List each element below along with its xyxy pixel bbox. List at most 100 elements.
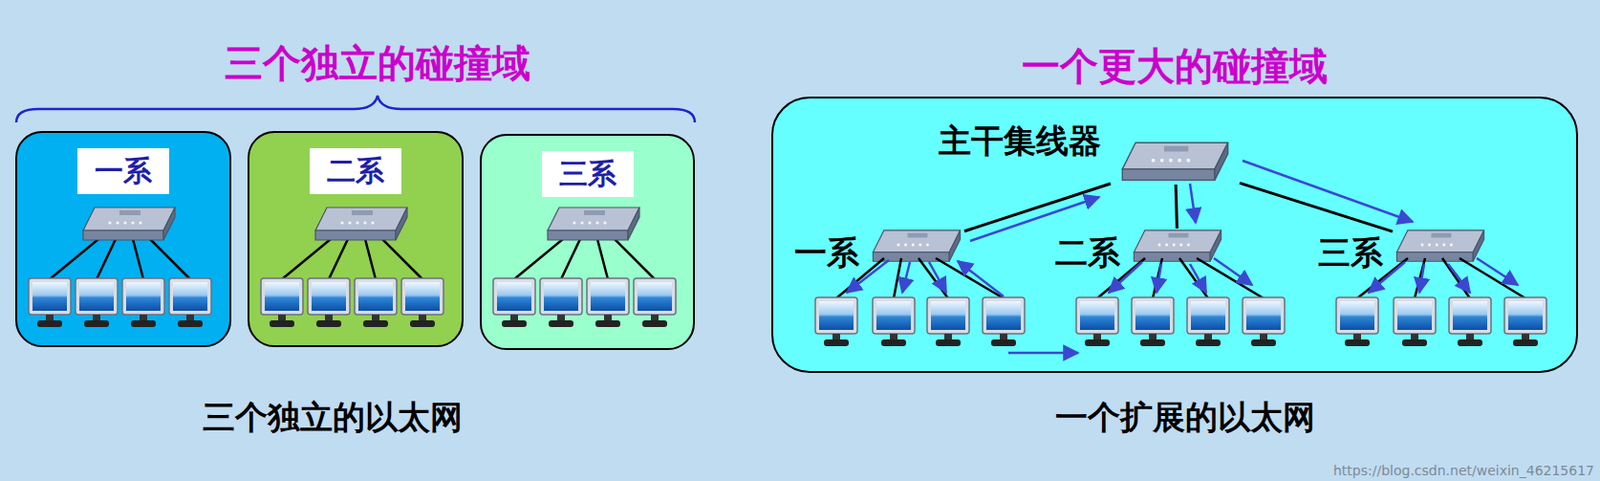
domain-title: 一个更大的碰撞域 [1021, 43, 1328, 89]
signal-arrow [1368, 261, 1406, 293]
computer [1076, 297, 1119, 346]
hub-node: 三系 [1392, 228, 1489, 265]
hub-node: 一系 [868, 228, 965, 265]
hub-label: 三系 [1318, 232, 1384, 272]
cable-group [49, 238, 1526, 299]
cable [935, 258, 1004, 299]
computer [75, 278, 118, 327]
backbone-cable [964, 183, 1111, 232]
cable [1196, 258, 1264, 299]
cable [1414, 258, 1426, 299]
hub-label: 一系 [794, 232, 860, 272]
signal-arrow [1242, 160, 1413, 222]
computer [1504, 297, 1547, 346]
hub-symbol [872, 230, 960, 261]
computer [122, 278, 165, 327]
domain-title: 三个独立的碰撞域 [224, 40, 531, 87]
cable [1459, 258, 1526, 299]
hub-label: 主干集线器 [938, 121, 1102, 161]
hub-node: 二系 [1129, 228, 1226, 265]
signal-arrow [957, 260, 1004, 297]
cable [382, 238, 423, 280]
computer [982, 297, 1025, 346]
cable [96, 238, 116, 280]
computer [307, 278, 350, 327]
computer [1242, 297, 1285, 346]
signal-arrows [846, 160, 1518, 353]
signal-arrow [1189, 183, 1196, 223]
signal-arrow [902, 261, 910, 293]
hub-label: 二系 [1055, 232, 1121, 272]
computer [28, 278, 71, 327]
computer [493, 278, 536, 327]
signal-arrow [1008, 351, 1079, 355]
hub-symbol [868, 228, 965, 265]
computer [1187, 297, 1230, 346]
watermark: https://blog.csdn.net/weixin_46215617 [1333, 462, 1595, 479]
department-label: 二系 [309, 148, 402, 195]
department-label: 一系 [77, 148, 170, 195]
cable [150, 238, 191, 280]
hub-symbol [547, 207, 640, 240]
cable [49, 238, 99, 280]
computer [872, 297, 915, 346]
hub-symbol [315, 207, 408, 240]
computer [354, 278, 397, 327]
hub-symbol [1122, 142, 1228, 180]
department-panel: 一系 [15, 130, 232, 347]
hub-symbol [1129, 228, 1226, 265]
signal-arrow [1156, 263, 1162, 293]
hub-node: 主干集线器 [1110, 140, 1240, 185]
cable [1179, 258, 1209, 299]
computer [1131, 297, 1174, 346]
signal-arrow [1108, 261, 1143, 293]
computer [1393, 297, 1436, 346]
signal-arrow [1189, 263, 1207, 293]
cable [1442, 258, 1471, 299]
hub-symbol [1392, 228, 1489, 265]
department-label: 三系 [541, 151, 634, 197]
computer [260, 278, 303, 327]
cable [1357, 258, 1408, 299]
cable [561, 238, 581, 280]
computer [1448, 297, 1492, 346]
computer-group [28, 207, 1547, 346]
cable [1097, 258, 1146, 299]
hub-symbol [1396, 230, 1484, 261]
caption: 一个扩展的以太网 [1055, 397, 1316, 437]
cable [514, 238, 563, 280]
signal-arrow [846, 259, 889, 293]
cable [836, 258, 885, 299]
hub-symbol [83, 207, 175, 240]
cable [597, 238, 608, 280]
computer [815, 297, 858, 346]
computer [401, 278, 444, 327]
computer [633, 278, 676, 327]
hub-symbol [1110, 140, 1240, 185]
cable [1152, 258, 1163, 299]
cable [132, 238, 144, 280]
signal-arrow [970, 196, 1100, 241]
computer [1336, 297, 1379, 346]
collision-domain: 一个更大的碰撞域主干集线器一系二系三系 [771, 96, 1579, 373]
computer [586, 278, 629, 327]
backbone-cable [1239, 182, 1393, 232]
curly-brace [16, 95, 695, 123]
cable [893, 258, 902, 299]
signal-arrow [1419, 263, 1425, 293]
signal-arrow [1448, 263, 1471, 293]
cable [328, 238, 348, 280]
cable [918, 258, 949, 299]
signal-arrow [929, 261, 947, 293]
cable [365, 238, 376, 280]
computer [927, 297, 970, 346]
department-panel: 二系 [247, 130, 464, 347]
caption: 三个独立的以太网 [202, 397, 463, 437]
hub-symbol [1133, 230, 1221, 261]
signal-arrow [1213, 258, 1253, 285]
backbone-cable [1175, 184, 1177, 229]
signal-arrow [1476, 258, 1518, 285]
cable [281, 238, 331, 280]
